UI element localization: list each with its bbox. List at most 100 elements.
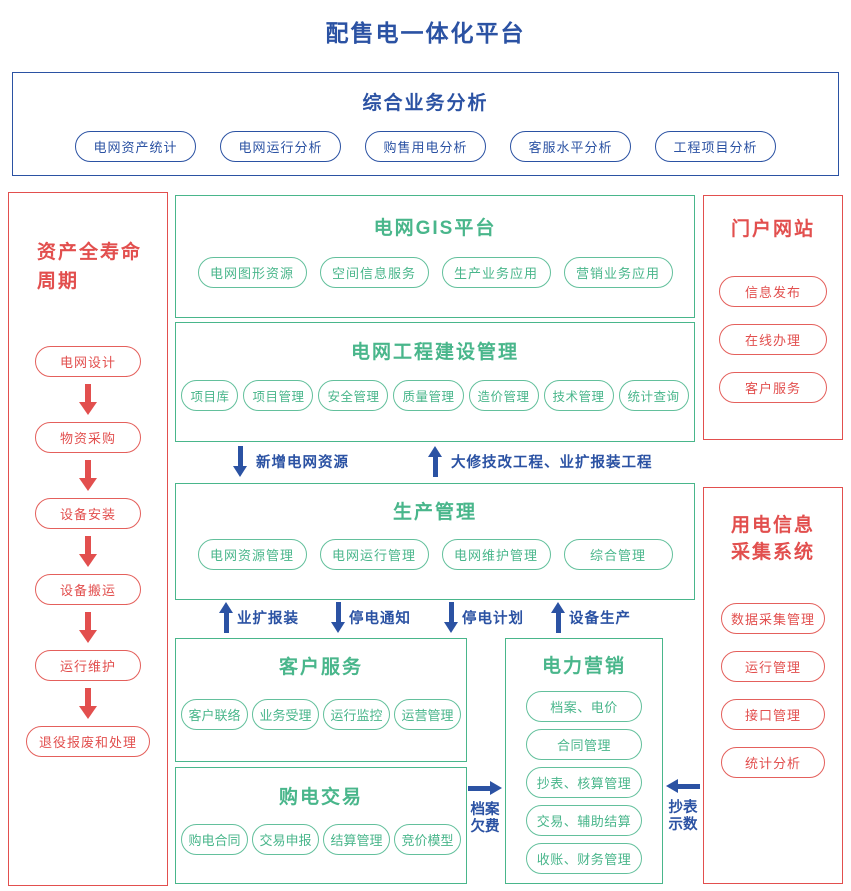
- marketing-pill: 档案、电价: [526, 691, 642, 722]
- gis-pill: 电网图形资源: [197, 257, 307, 288]
- flow-outage-notice: 停电通知: [331, 602, 411, 633]
- portal-pill: 在线办理: [719, 324, 827, 355]
- page-title: 配售电一体化平台: [325, 20, 526, 46]
- flow-new-grid-resources: 新增电网资源: [233, 446, 349, 477]
- down-arrow-icon: [79, 536, 97, 567]
- production-title: 生产管理: [392, 502, 477, 523]
- purchase-pill: 结算管理: [323, 824, 390, 855]
- production-pill-row: 电网资源管理 电网运行管理 电网维护管理 综合管理: [176, 539, 694, 570]
- portal-box: 门户网站 信息发布 在线办理 客户服务: [703, 195, 843, 440]
- lifecycle-step: 物资采购: [35, 422, 141, 453]
- marketing-pill: 抄表、核算管理: [525, 767, 643, 798]
- construction-pill: 造价管理: [468, 380, 539, 411]
- customer-pill: 客户联络: [181, 699, 248, 730]
- flow-meter-readings: 抄表 示数: [665, 779, 701, 834]
- analysis-box: 综合业务分析 电网资产统计 电网运行分析 购售用电分析 客服水平分析 工程项目分…: [12, 72, 839, 176]
- gis-pill: 空间信息服务: [319, 257, 429, 288]
- gis-title: 电网GIS平台: [373, 218, 497, 239]
- down-arrow-icon: [331, 602, 345, 633]
- purchase-pill: 竞价模型: [394, 824, 461, 855]
- flow-equipment-production: 设备生产: [551, 602, 631, 633]
- gis-pill: 生产业务应用: [441, 257, 551, 288]
- purchase-pill: 购电合同: [181, 824, 248, 855]
- flow-expansion-application: 业扩报装: [219, 602, 299, 633]
- analysis-pill: 客服水平分析: [510, 131, 631, 162]
- construction-pill-row: 项目库 项目管理 安全管理 质量管理 造价管理 技术管理 统计查询: [176, 380, 694, 411]
- gis-pill-row: 电网图形资源 空间信息服务 生产业务应用 营销业务应用: [176, 257, 694, 288]
- down-arrow-icon: [444, 602, 458, 633]
- down-arrow-icon: [79, 384, 97, 415]
- flow-label: 停电通知: [349, 611, 411, 627]
- up-arrow-icon: [428, 446, 442, 477]
- flow-archive-arrears: 档案 欠费: [467, 781, 503, 836]
- down-arrow-icon: [79, 688, 97, 719]
- production-pill: 电网资源管理: [197, 539, 307, 570]
- lifecycle-title: 资产全寿命 周期: [37, 242, 143, 292]
- marketing-box: 电力营销 档案、电价 合同管理 抄表、核算管理 交易、辅助结算 收账、财务管理: [505, 638, 663, 884]
- flow-label: 抄表 示数: [668, 800, 698, 833]
- flow-label: 业扩报装: [237, 611, 299, 627]
- down-arrow-icon: [79, 460, 97, 491]
- analysis-pill-row: 电网资产统计 电网运行分析 购售用电分析 客服水平分析 工程项目分析: [13, 131, 838, 162]
- construction-pill: 项目库: [181, 380, 239, 411]
- customer-pill-row: 客户联络 业务受理 运行监控 运营管理: [176, 699, 466, 730]
- production-pill: 电网维护管理: [441, 539, 551, 570]
- analysis-title: 综合业务分析: [362, 93, 489, 114]
- production-pill: 综合管理: [563, 539, 673, 570]
- analysis-pill: 工程项目分析: [655, 131, 776, 162]
- flow-label: 停电计划: [462, 611, 524, 627]
- lifecycle-step: 电网设计: [35, 346, 141, 377]
- up-arrow-icon: [219, 602, 233, 633]
- production-pill: 电网运行管理: [319, 539, 429, 570]
- lifecycle-step: 设备安装: [35, 498, 141, 529]
- customer-pill: 运行监控: [323, 699, 390, 730]
- flow-outage-plan: 停电计划: [444, 602, 524, 633]
- portal-pill-col: 信息发布 在线办理 客户服务: [704, 276, 842, 403]
- construction-title: 电网工程建设管理: [350, 342, 519, 363]
- lifecycle-steps: 电网设计 物资采购 设备安装 设备搬运 运行维护 退役报废和处理: [9, 346, 167, 757]
- collection-pill: 运行管理: [721, 651, 825, 682]
- marketing-pill-col: 档案、电价 合同管理 抄表、核算管理 交易、辅助结算 收账、财务管理: [506, 691, 662, 874]
- up-arrow-icon: [551, 602, 565, 633]
- customer-title: 客户服务: [278, 657, 363, 678]
- collection-pill: 统计分析: [721, 747, 825, 778]
- down-arrow-icon: [233, 446, 247, 477]
- lifecycle-step: 设备搬运: [35, 574, 141, 605]
- construction-pill: 统计查询: [618, 380, 689, 411]
- lifecycle-step: 退役报废和处理: [25, 726, 150, 757]
- collection-pill-col: 数据采集管理 运行管理 接口管理 统计分析: [704, 603, 842, 778]
- flow-label: 大修技改工程、业扩报装工程: [451, 455, 653, 471]
- lifecycle-box: 资产全寿命 周期 电网设计 物资采购 设备安装 设备搬运 运行维护 退役报废和处…: [8, 192, 168, 886]
- portal-title: 门户网站: [730, 219, 815, 240]
- down-arrow-icon: [79, 612, 97, 643]
- construction-pill: 项目管理: [243, 380, 314, 411]
- production-box: 生产管理 电网资源管理 电网运行管理 电网维护管理 综合管理: [175, 483, 695, 600]
- marketing-pill: 交易、辅助结算: [525, 805, 643, 836]
- analysis-pill: 电网运行分析: [220, 131, 341, 162]
- gis-pill: 营销业务应用: [563, 257, 673, 288]
- flow-label: 设备生产: [569, 611, 631, 627]
- portal-pill: 信息发布: [719, 276, 827, 307]
- collection-box: 用电信息 采集系统 数据采集管理 运行管理 接口管理 统计分析: [703, 487, 843, 884]
- marketing-pill: 合同管理: [526, 729, 642, 760]
- construction-box: 电网工程建设管理 项目库 项目管理 安全管理 质量管理 造价管理 技术管理 统计…: [175, 322, 695, 442]
- right-arrow-icon: [468, 781, 502, 795]
- flow-overhaul-projects: 大修技改工程、业扩报装工程: [428, 446, 653, 477]
- collection-title: 用电信息 采集系统: [730, 515, 815, 563]
- collection-pill: 数据采集管理: [720, 603, 825, 634]
- lifecycle-step: 运行维护: [35, 650, 141, 681]
- purchase-pill-row: 购电合同 交易申报 结算管理 竞价模型: [176, 824, 466, 855]
- analysis-pill: 购售用电分析: [365, 131, 486, 162]
- flow-label: 新增电网资源: [256, 455, 349, 471]
- analysis-pill: 电网资产统计: [75, 131, 196, 162]
- marketing-pill: 收账、财务管理: [525, 843, 643, 874]
- construction-pill: 技术管理: [543, 380, 614, 411]
- purchase-pill: 交易申报: [252, 824, 319, 855]
- customer-box: 客户服务 客户联络 业务受理 运行监控 运营管理: [175, 638, 467, 762]
- construction-pill: 质量管理: [393, 380, 464, 411]
- marketing-title: 电力营销: [541, 656, 626, 677]
- portal-pill: 客户服务: [719, 372, 827, 403]
- customer-pill: 运营管理: [394, 699, 461, 730]
- left-arrow-icon: [666, 779, 700, 793]
